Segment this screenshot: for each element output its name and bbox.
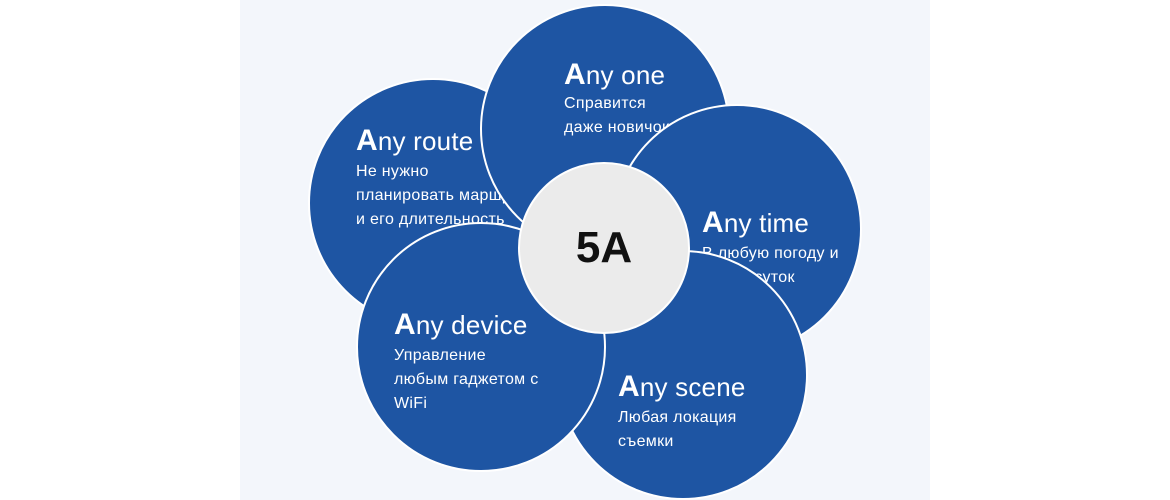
petal-title-any-device: Any device xyxy=(394,308,528,341)
petal-title-any-route: Any route xyxy=(356,124,474,157)
title-initial: A xyxy=(394,308,416,341)
title-initial: A xyxy=(564,58,586,91)
petal-description-any-one: Справится даже новичок xyxy=(564,95,670,136)
title-initial: A xyxy=(618,370,640,403)
petal-title-any-scene: Any scene xyxy=(618,370,746,403)
title-rest: ny device xyxy=(415,310,528,340)
title-initial: A xyxy=(702,206,724,239)
center-hub: 5A xyxy=(518,162,690,334)
petal-description-any-route: Не нужно планировать маршрут и его длите… xyxy=(356,163,527,228)
petal-description-any-device: Управление любым гаджетом с WiFi xyxy=(394,347,539,412)
petal-title-any-time: Any time xyxy=(702,206,810,239)
title-rest: ny time xyxy=(723,208,810,238)
title-initial: A xyxy=(356,124,378,157)
petal-description-any-scene: Любая локация съемки xyxy=(618,409,737,450)
petal-title-any-one: Any one xyxy=(564,58,666,91)
center-label: 5A xyxy=(575,223,633,272)
title-rest: ny scene xyxy=(639,372,746,402)
title-rest: ny one xyxy=(585,60,666,90)
title-rest: ny route xyxy=(377,126,474,156)
